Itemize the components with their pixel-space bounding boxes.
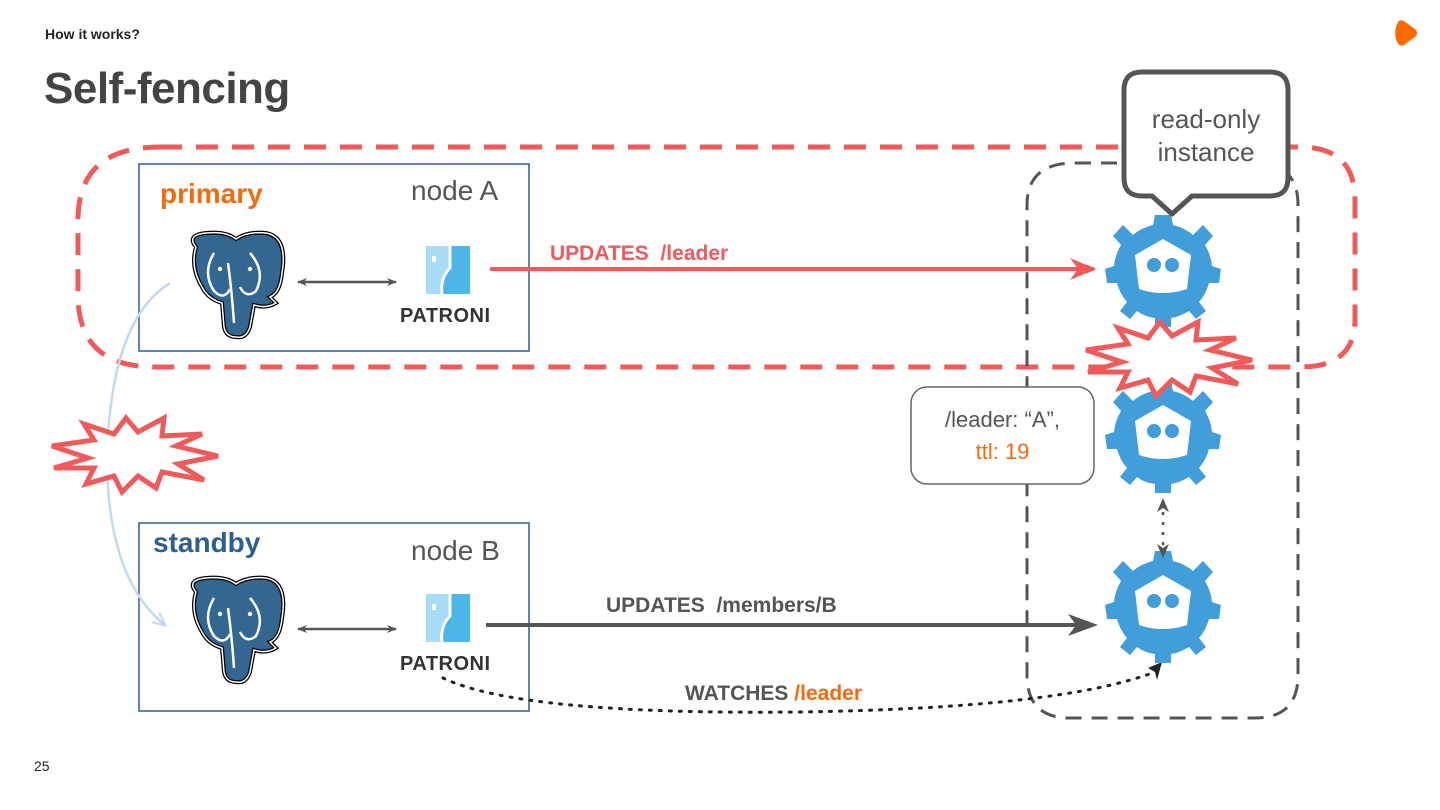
updates-leader-label: UPDATES /leader	[550, 242, 728, 266]
node-b-name: node B	[411, 535, 500, 566]
arrowhead	[1148, 662, 1162, 680]
callout-line: instance	[1157, 137, 1255, 167]
leader-key-value: /leader: “A”,	[945, 407, 1060, 432]
arrowhead	[1068, 614, 1098, 636]
ttl-value: ttl: 19	[975, 439, 1030, 464]
network-partition-burst-icon	[52, 418, 218, 492]
read-only-callout-text: read-only instance	[1124, 103, 1288, 169]
etcd-cluster-boundary	[1025, 161, 1300, 720]
page-number: 25	[34, 758, 50, 774]
leader-info-box	[910, 386, 1095, 485]
role-label-standby: standby	[153, 527, 261, 558]
leader-info-text: /leader: “A”, ttl: 19	[911, 404, 1094, 468]
arrow-verb: UPDATES	[550, 242, 649, 265]
arrowhead	[1070, 258, 1096, 280]
arrow-verb: WATCHES	[685, 682, 789, 705]
etcd-icon	[1105, 551, 1221, 663]
arrow-key: /leader	[794, 682, 863, 705]
arrow-key: /leader	[660, 242, 729, 265]
role-label-primary: primary	[160, 178, 263, 209]
orange-play-icon	[1395, 20, 1417, 46]
arrow-verb: UPDATES	[606, 594, 705, 617]
read-only-callout	[1121, 69, 1291, 217]
page-title: Self-fencing	[44, 64, 290, 113]
arrow-key: /members/B	[716, 594, 837, 617]
patroni-label-a: PATRONI	[400, 305, 491, 327]
patroni-logo-icon	[424, 244, 472, 296]
patroni-logo-icon	[424, 592, 472, 644]
patroni-label-b: PATRONI	[400, 653, 491, 675]
section-label: How it works?	[45, 26, 140, 42]
watches-leader-label: WATCHES /leader	[685, 682, 862, 706]
fence-region-boundary	[75, 144, 1358, 370]
updates-members-label: UPDATES /members/B	[606, 594, 837, 618]
node-a-name: node A	[411, 175, 499, 206]
etcd-icon	[1105, 215, 1221, 327]
watches-leader-arrow	[441, 670, 1157, 714]
network-partition-burst-icon	[1086, 322, 1252, 396]
callout-line: read-only	[1151, 104, 1261, 134]
etcd-icon	[1105, 381, 1221, 493]
